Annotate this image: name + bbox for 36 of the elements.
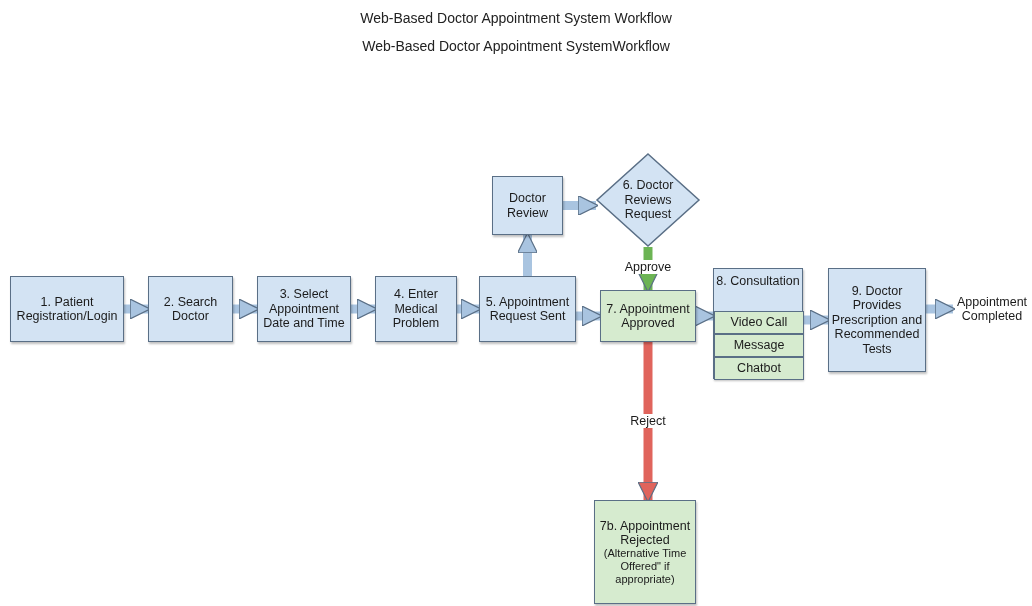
option-row [714, 334, 804, 357]
node-label: 6. Doctor Reviews Request [621, 178, 675, 222]
process-box [594, 500, 696, 604]
node-label: 3. Select Appointment Date and Time [262, 287, 346, 331]
node-label: Chatbot [737, 361, 781, 376]
diagram-subtitle: Web-Based Doctor Appointment SystemWorkflow [361, 38, 671, 54]
option-row [714, 357, 804, 380]
edge-label: Approve [622, 259, 674, 274]
end-label: Appointment Completed [955, 294, 1029, 324]
node-label: 5. Appointment Request Sent [484, 294, 571, 324]
node-note: (Alternative Time Offered" if appropriate) [602, 547, 688, 586]
option-row [714, 311, 804, 334]
node-label: 7b. Appointment Rejected [598, 518, 692, 548]
node-label: Doctor Review [506, 191, 549, 220]
process-box [479, 276, 576, 342]
arrow [926, 298, 956, 320]
process-box [492, 176, 563, 235]
process-box [828, 268, 926, 372]
node-label: Video Call [730, 315, 788, 330]
node-label: 8. Consultation [716, 274, 800, 289]
process-box [148, 276, 233, 342]
decision-diamond [596, 153, 700, 247]
node-label: 1. Patient Registration/Login [15, 294, 119, 324]
node-label: 9. Doctor Provides Prescription and Recommended Tests [831, 284, 923, 356]
node-label: 2. Search Doctor [162, 294, 219, 324]
process-box [600, 290, 696, 342]
process-box [10, 276, 124, 342]
edge-label: Reject [628, 414, 668, 428]
process-box [257, 276, 351, 342]
node-label: 7. Appointment Approved [605, 301, 691, 331]
node-label: Message [733, 338, 785, 353]
process-box [375, 276, 457, 342]
consultation-panel [713, 268, 803, 379]
arrow [563, 195, 599, 216]
node-label: 4. Enter Medical Problem [391, 287, 441, 331]
diagram-title: Web-Based Doctor Appointment System Workflow [359, 10, 673, 26]
